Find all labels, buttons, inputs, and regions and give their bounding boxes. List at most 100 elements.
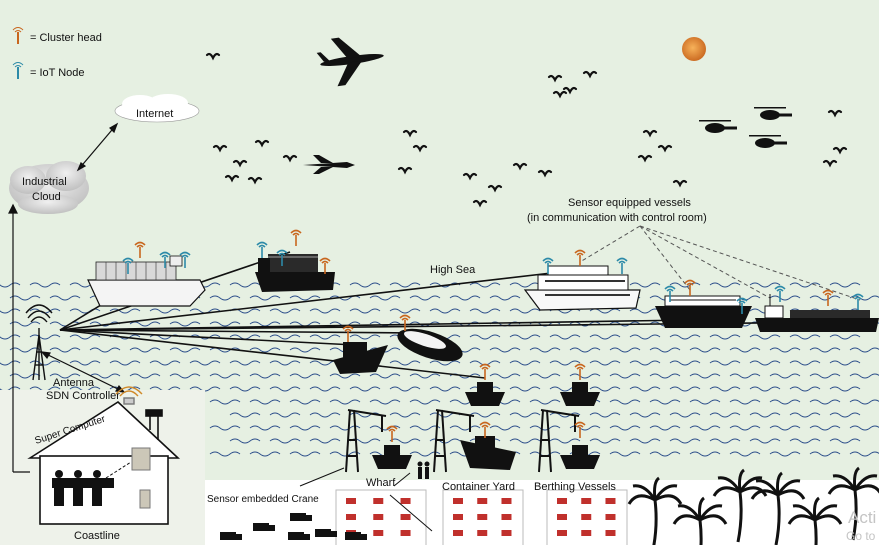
wave-stroke [489, 347, 521, 353]
wave-stroke [649, 451, 681, 457]
building-window [453, 514, 463, 520]
wave-stroke [289, 347, 321, 353]
wave-stroke [669, 386, 701, 392]
iot-node-icon [664, 285, 676, 302]
cluster-head-icon [386, 425, 398, 442]
wave-stroke [649, 373, 681, 379]
antenna-label-1: Antenna [53, 377, 95, 389]
iot-node-icon [179, 251, 191, 268]
wave-stroke [649, 399, 681, 405]
wave-stroke [589, 334, 621, 340]
wave-stroke [709, 412, 741, 418]
wave-stroke [249, 451, 281, 457]
building-window [477, 530, 488, 536]
wave-stroke [389, 308, 421, 314]
building-window [605, 530, 616, 536]
wave-stroke [489, 373, 521, 379]
building-window [501, 498, 512, 504]
wave-stroke [789, 334, 821, 340]
wave-stroke [329, 451, 361, 457]
wave-stroke [549, 438, 581, 444]
wave-stroke [329, 399, 361, 405]
wave-stroke [389, 360, 421, 366]
wave-stroke [129, 373, 161, 379]
wave-stroke [429, 360, 461, 366]
wave-stroke [229, 282, 261, 288]
sun-icon [682, 37, 706, 61]
wave-stroke [509, 438, 541, 444]
wave-stroke [729, 347, 761, 353]
wave-stroke [469, 308, 501, 314]
wave-stroke [629, 386, 661, 392]
container-ship-white [87, 255, 206, 307]
wave-stroke [149, 308, 181, 314]
wave-stroke [309, 412, 341, 418]
wave-stroke [289, 399, 321, 405]
sensor-markers [122, 229, 864, 442]
wave-stroke [769, 425, 801, 431]
truck-icon [290, 513, 312, 521]
bird-icon [512, 162, 528, 171]
wave-stroke [69, 334, 101, 340]
wave-stroke [849, 373, 879, 379]
wave-stroke [369, 373, 401, 379]
wave-stroke [189, 360, 221, 366]
truck-group [220, 513, 367, 540]
high-sea-label: High Sea [430, 264, 476, 276]
warehouse-building [442, 489, 524, 545]
container-yard-label: Container Yard [442, 481, 515, 493]
bird-icon [282, 154, 298, 163]
wave-stroke [209, 373, 241, 379]
palm-tree-group [627, 466, 879, 545]
wave-stroke [249, 399, 281, 405]
industrial-cloud-label-1: Industrial [22, 176, 67, 188]
wave-stroke [709, 438, 741, 444]
wave-stroke [529, 399, 561, 405]
wave-stroke [329, 373, 361, 379]
wave-stroke [789, 282, 821, 288]
building-group [335, 489, 628, 545]
berthing-ship [460, 436, 516, 470]
helicopter-icon [749, 135, 787, 148]
building-window [373, 514, 384, 520]
wifi-router-icon [115, 386, 143, 405]
speedboat [397, 328, 463, 362]
computer-operators-icon [52, 470, 114, 506]
bird-icon [254, 139, 270, 148]
wave-stroke [569, 347, 601, 353]
fighter-jet-icon [303, 155, 355, 174]
building-window [346, 514, 356, 520]
building-window [557, 530, 567, 536]
wave-stroke [729, 451, 761, 457]
wave-stroke [469, 334, 501, 340]
wave-stroke [209, 399, 241, 405]
wave-stroke [789, 360, 821, 366]
wave-stroke [289, 373, 321, 379]
wave-stroke [669, 334, 701, 340]
wave-stroke [369, 399, 401, 405]
helicopter-icon [754, 107, 792, 120]
wave-stroke [829, 282, 861, 288]
wave-stroke [169, 373, 201, 379]
wave-stroke [289, 425, 321, 431]
truck-icon [253, 523, 275, 531]
wave-stroke [349, 386, 381, 392]
industrial-cloud-icon [9, 161, 89, 214]
cluster-head-icon [574, 363, 586, 380]
building-window [400, 498, 411, 504]
helicopter-group [699, 107, 792, 148]
wave-stroke [829, 360, 861, 366]
iot-node-icon [774, 285, 786, 302]
wave-stroke [249, 425, 281, 431]
wave-stroke [689, 451, 721, 457]
building-window [501, 514, 512, 520]
activation-watermark-1: Acti [848, 508, 876, 527]
bird-icon [822, 159, 838, 168]
wave-stroke [809, 399, 841, 405]
wave-stroke [409, 425, 441, 431]
truck-icon [345, 532, 367, 540]
wave-stroke [9, 295, 41, 301]
wave-stroke [209, 321, 241, 327]
cluster-head-icon [479, 363, 491, 380]
wave-stroke [669, 438, 701, 444]
